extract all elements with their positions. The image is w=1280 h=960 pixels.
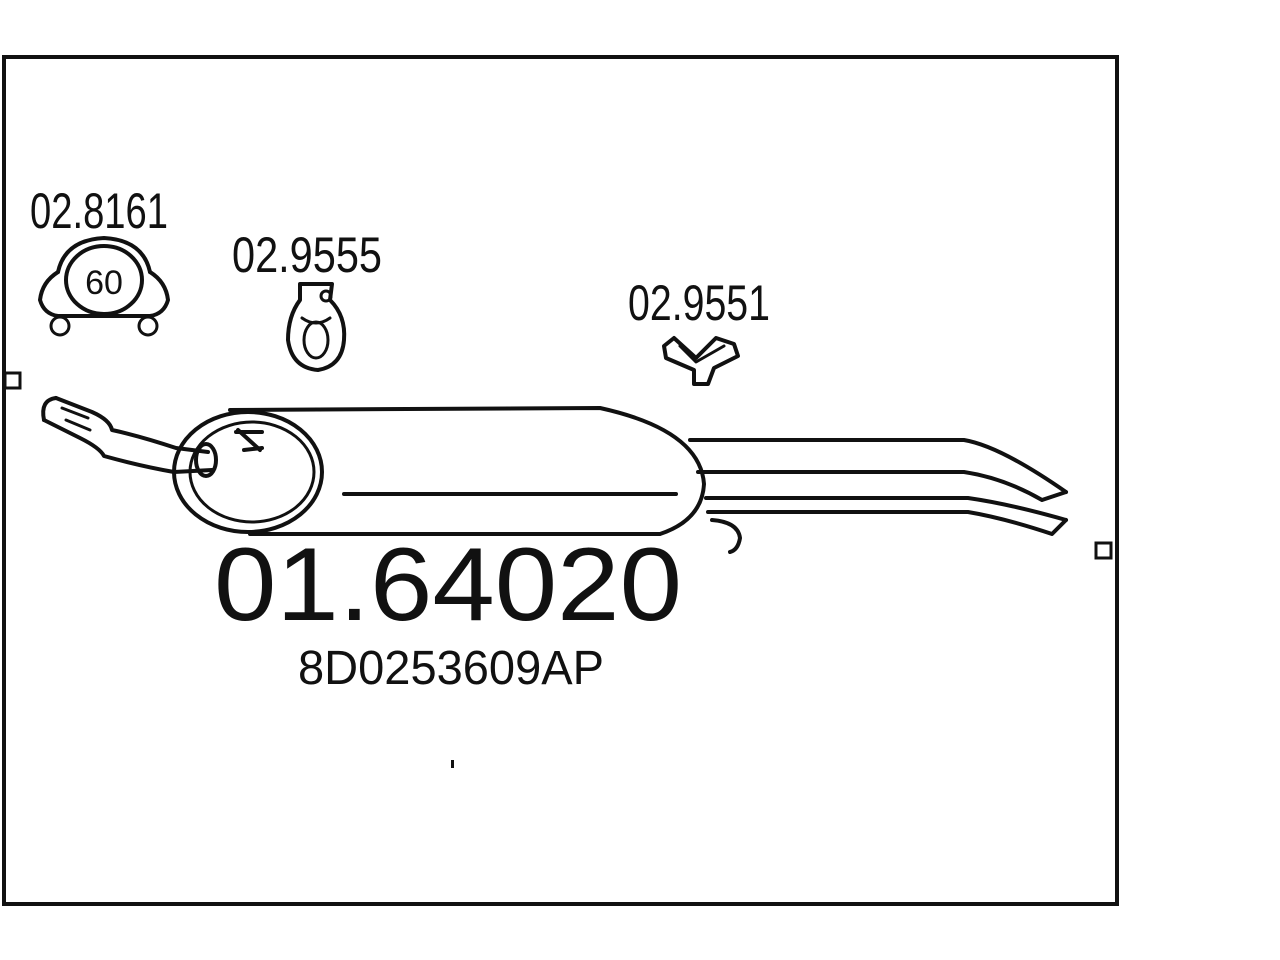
clamp-part-number: 02.8161 — [30, 183, 168, 239]
right-edge-marker — [1094, 541, 1113, 560]
left-edge-marker — [3, 371, 22, 390]
oem-part-number: 8D0253609AP — [298, 642, 604, 695]
clamp-size-label: 60 — [85, 264, 123, 302]
mounting-bracket-icon — [662, 336, 740, 386]
pipe-clamp-icon: 60 — [38, 236, 170, 337]
rubber-hanger-part-number: 02.9555 — [232, 227, 382, 283]
rear-silencer-icon — [41, 396, 1068, 554]
stray-dot — [451, 760, 454, 768]
mounting-bracket-part-number: 02.9551 — [628, 275, 770, 331]
diagram-border — [2, 55, 1119, 906]
rubber-hanger-icon — [286, 282, 347, 372]
main-part-number: 01.64020 — [214, 527, 682, 643]
